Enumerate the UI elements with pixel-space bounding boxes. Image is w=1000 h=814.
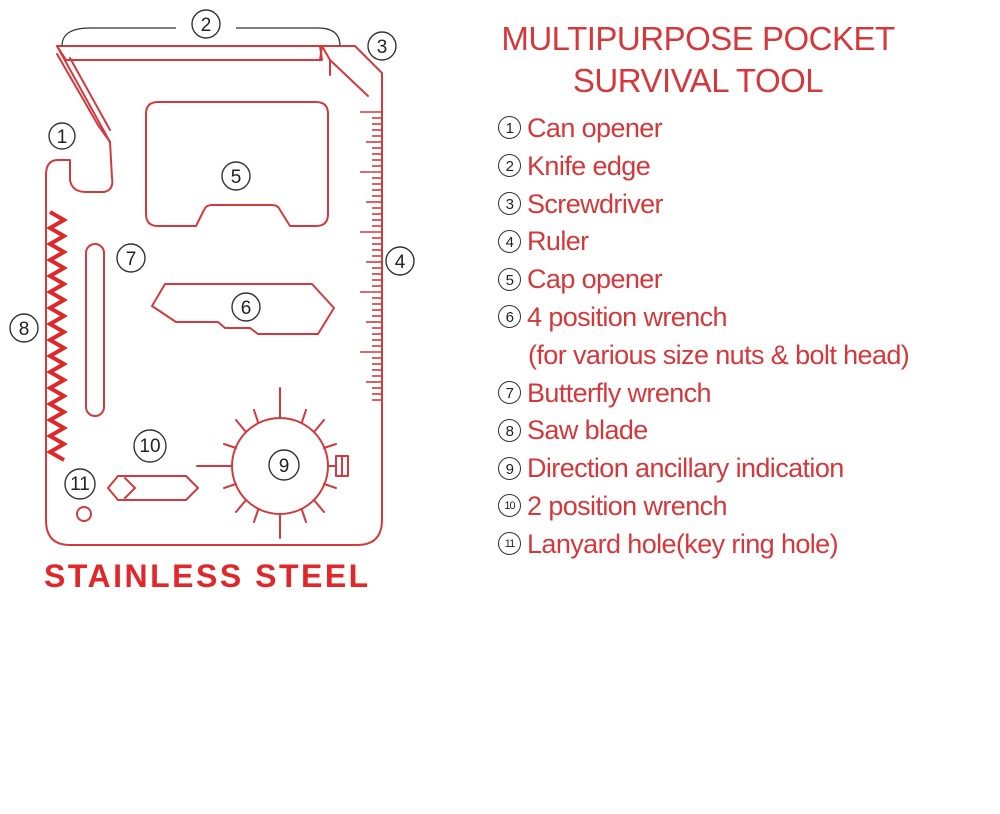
title-line-1: MULTIPURPOSE POCKET [501,20,895,57]
legend-number-badge: 10 [498,494,521,518]
lanyard-hole [76,506,92,522]
legend-label: Direction ancillary indication [527,453,844,484]
legend-label: Can opener [527,113,663,143]
ruler [360,111,382,401]
callout-1: 1 [48,122,76,150]
callout-3: 3 [367,31,397,61]
legend-number-badge: 1 [498,116,521,140]
compass [196,387,349,539]
legend-number-badge: 4 [498,229,521,253]
svg-text:6: 6 [241,298,252,319]
svg-text:8: 8 [19,319,30,340]
legend-label: Screwdriver [527,188,664,219]
legend-item: (for various size nuts & bolt head) [498,337,910,375]
callout-7: 7 [116,243,146,273]
svg-text:2: 2 [201,15,212,36]
callout-6: 6 [231,292,261,322]
svg-text:11: 11 [70,474,90,495]
can-opener [56,53,111,143]
four-position-wrench [151,283,335,335]
legend-number-badge: 2 [498,154,521,178]
cap-opener [145,101,329,227]
two-position-wrench [107,475,199,501]
title-line-2: SURVIVAL TOOL [572,62,824,99]
legend-label: 2 position wrench [527,490,728,521]
callout-11: 11 [64,468,96,500]
legend-number-badge: 5 [498,267,521,291]
callout-4: 4 [385,246,415,276]
material-label: STAINLESS STEEL [44,558,371,594]
svg-text:4: 4 [395,252,406,273]
legend-number-badge: 3 [498,191,521,215]
saw-blade [45,210,69,462]
legend-number-badge: 8 [498,418,521,442]
callout-8: 8 [9,313,39,343]
callout-2: 2 [61,9,341,47]
callout-5: 5 [221,161,251,191]
legend-number-badge: 9 [498,456,521,480]
screwdriver [319,45,369,97]
svg-text:1: 1 [57,127,68,148]
legend-label: (for various size nuts & bolt head) [528,339,910,370]
legend-label: Butterfly wrench [527,377,712,408]
legend-label: Knife edge [527,150,651,181]
svg-text:10: 10 [139,436,160,457]
legend-number-badge: 7 [498,380,521,404]
callout-10: 10 [133,429,167,463]
diagram-title: MULTIPURPOSE POCKET SURVIVAL TOOL [488,18,908,102]
legend-label: Saw blade [527,415,648,446]
legend-label: Cap opener [527,264,663,295]
svg-text:5: 5 [231,167,242,188]
legend-number-badge: 6 [498,305,521,329]
legend-number-badge: 11 [498,532,521,556]
legend-label: Ruler [527,226,589,257]
legend-label: Lanyard hole(key ring hole) [527,528,839,559]
callout-9: 9 [268,449,300,481]
legend-label: 4 position wrench [527,301,728,332]
butterfly-wrench [85,243,105,417]
svg-text:3: 3 [377,37,388,58]
svg-text:9: 9 [279,456,290,477]
svg-text:7: 7 [126,249,137,270]
card-outline [45,45,383,546]
